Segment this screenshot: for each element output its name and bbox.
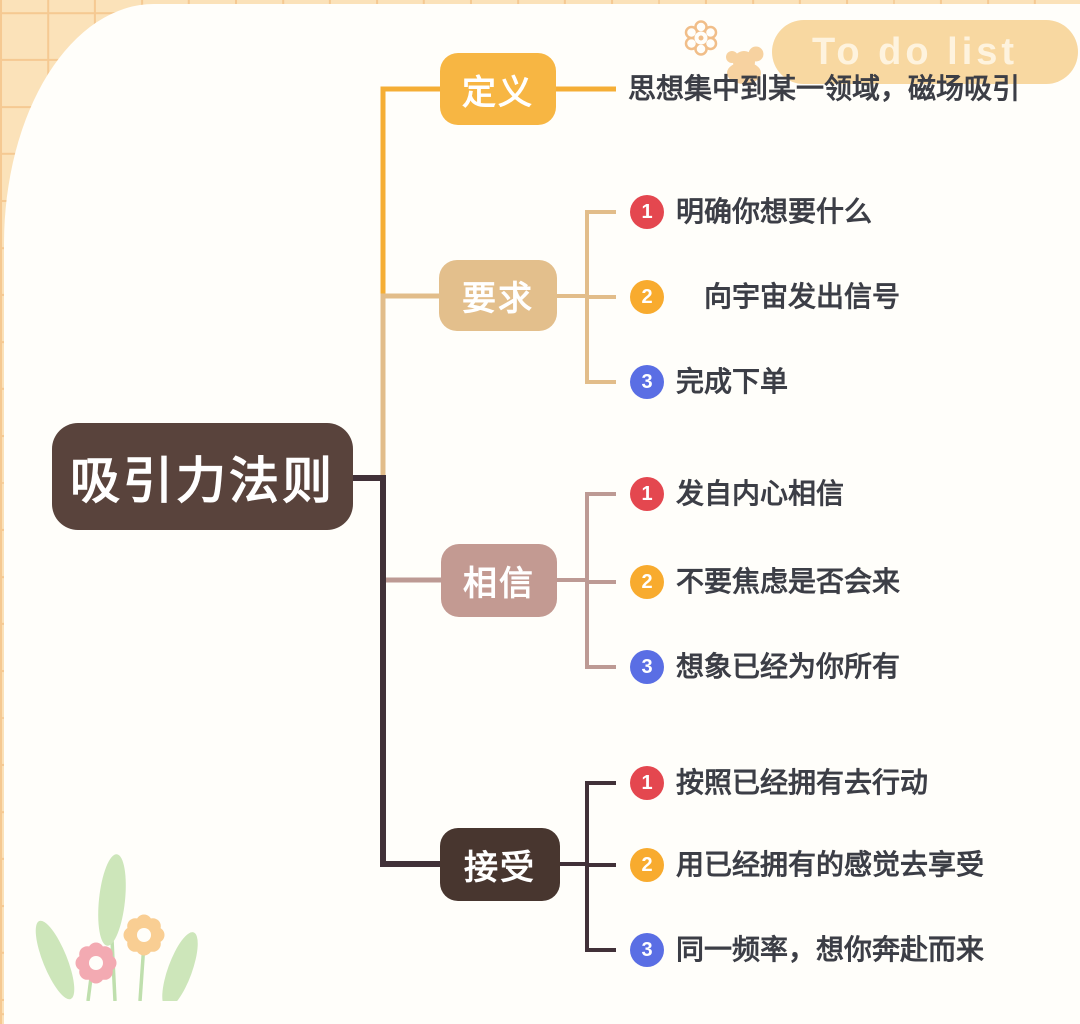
number-badge: 2 [630, 280, 664, 314]
number-badge: 1 [630, 195, 664, 229]
item-text: 同一频率，想你奔赴而来 [676, 934, 985, 965]
number-badge: 3 [630, 933, 664, 967]
item-text: 用已经拥有的感觉去享受 [676, 849, 985, 880]
item-text: 按照已经拥有去行动 [676, 767, 929, 798]
root-node-label: 吸引力法则 [70, 452, 335, 509]
branch-node-believe[interactable]: 相信 [441, 544, 557, 617]
item-text: 明确你想要什么 [676, 196, 873, 227]
number-badge: 3 [630, 365, 664, 399]
number-badge: 1 [630, 766, 664, 800]
list-item: 2 不要焦虑是否会来 [630, 565, 900, 599]
todo-list-badge: To do list [772, 20, 1078, 84]
definition-note: 思想集中到某一领域，磁场吸引 [628, 73, 1021, 104]
list-item: 2 向宇宙发出信号 [630, 280, 900, 314]
branch-node-definition[interactable]: 定义 [440, 53, 556, 125]
number-badge: 2 [630, 565, 664, 599]
list-item: 3 同一频率，想你奔赴而来 [630, 933, 984, 967]
list-item: 3 完成下单 [630, 365, 788, 399]
branch-node-requirement-label: 要求 [462, 280, 534, 318]
number-badge: 1 [630, 477, 664, 511]
branch-node-believe-label: 相信 [463, 565, 535, 603]
list-item: 1 按照已经拥有去行动 [630, 766, 928, 800]
number-badge: 2 [630, 848, 664, 882]
item-text: 想象已经为你所有 [676, 651, 901, 682]
list-item: 3 想象已经为你所有 [630, 650, 900, 684]
item-text: 向宇宙发出信号 [676, 281, 901, 312]
number-badge: 3 [630, 650, 664, 684]
list-item: 2 用已经拥有的感觉去享受 [630, 848, 984, 882]
todo-list-badge-text: To do list [812, 30, 1019, 73]
item-text: 发自内心相信 [676, 478, 845, 509]
branch-node-accept[interactable]: 接受 [440, 828, 560, 901]
item-text: 完成下单 [676, 366, 789, 397]
branch-node-accept-label: 接受 [464, 849, 536, 887]
list-item: 1 明确你想要什么 [630, 195, 872, 229]
item-text: 不要焦虑是否会来 [676, 566, 901, 597]
list-item: 1 发自内心相信 [630, 477, 844, 511]
branch-node-definition-label: 定义 [462, 73, 534, 112]
root-node[interactable]: 吸引力法则 [52, 423, 353, 530]
branch-node-requirement[interactable]: 要求 [439, 260, 557, 331]
